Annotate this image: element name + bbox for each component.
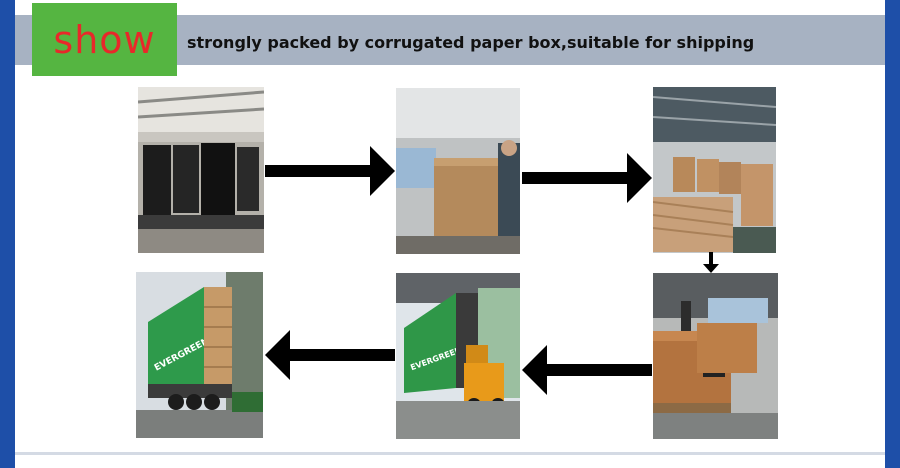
arrow-right-1 [265,146,395,196]
photo-truck-container: EVERGREEN [136,272,263,438]
photo-forklift-loading: EVERGREEN [396,273,520,439]
arrow-down [703,252,719,273]
photo-palletized-boxes [653,273,778,439]
left-border [0,0,15,468]
photo-packing-box [396,88,520,254]
arrow-left-1 [522,345,652,395]
arrow-right-2 [522,153,652,203]
show-badge: show [32,3,177,76]
page-title: strongly packed by corrugated paper box,… [187,33,755,52]
photo-production-line [138,87,264,253]
right-border [885,0,900,468]
show-badge-label: show [53,17,156,62]
bottom-divider [15,452,885,455]
arrow-left-2 [265,330,395,380]
photo-conveyor-boxes [653,87,776,253]
